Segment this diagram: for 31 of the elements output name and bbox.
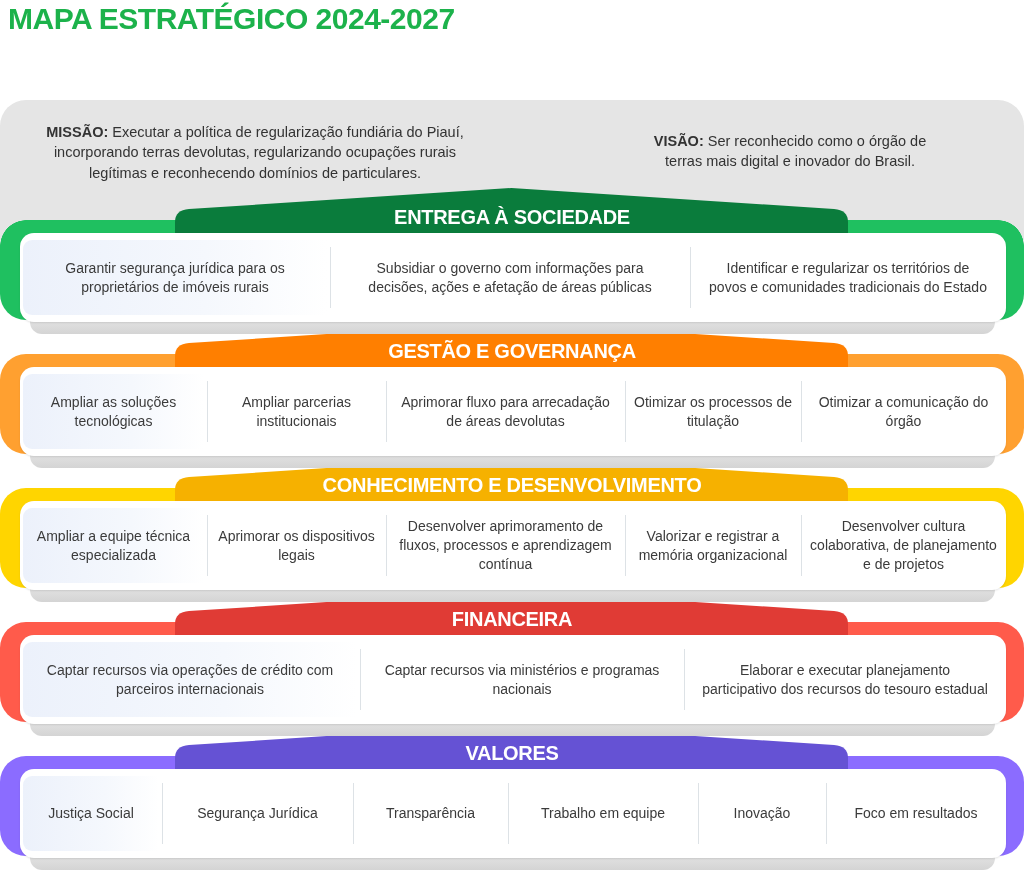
perspective-heading: FINANCEIRA: [451, 607, 573, 631]
value-text: Trabalho em equipe: [541, 804, 665, 823]
mission-statement: MISSÃO: Executar a política de regularização fundiária do Piauí, incorporando terras devolutas, regularizando ocupações rurais legítimas e reconhecendo domínios de particulares.: [45, 123, 465, 183]
objective-text: Desenvolver cultura colaborativa, de planejamento e de projetos: [808, 517, 999, 574]
value-text: Inovação: [733, 804, 791, 823]
objective-text: Otimizar a comunicação do órgão: [808, 392, 999, 431]
value-text: Foco em resultados: [854, 804, 978, 823]
objective-text: Aprimorar fluxo para arrecadação de áreas devolutas: [393, 392, 618, 431]
vision-statement: VISÃO: Ser reconhecido como o órgão de terras mais digital e inovador do Brasil.: [652, 132, 928, 172]
objective-text: Ampliar as soluções tecnológicas: [27, 392, 200, 431]
objective-text: Elaborar e executar planejamento participativo dos recursos do tesouro estadual: [702, 660, 988, 699]
mission-vision-panel: [0, 100, 1024, 188]
value-text: Segurança Jurídica: [197, 804, 318, 823]
objective-text: Captar recursos via operações de crédito com parceiros internacionais: [38, 660, 342, 699]
value-text: Transparência: [386, 804, 475, 823]
perspective-heading: CONHECIMENTO E DESENVOLVIMENTO: [322, 473, 702, 497]
objective-text: Desenvolver aprimoramento de fluxos, processos e aprendizagem contínua: [393, 517, 618, 574]
objective-text: Ampliar parcerias institucionais: [214, 392, 379, 431]
objective-text: Garantir segurança jurídica para os proprietários de imóveis rurais: [38, 258, 312, 297]
objective-text: Identificar e regularizar os territórios de povos e comunidades tradicionais do Estado: [708, 258, 988, 297]
objective-text: Aprimorar os dispositivos legais: [214, 526, 379, 565]
perspective-heading: VALORES: [465, 741, 559, 765]
objective-text: Valorizar e registrar a memória organizacional: [632, 526, 794, 565]
objective-text: Ampliar a equipe técnica especializada: [27, 526, 200, 565]
value-text: Justiça Social: [48, 804, 134, 823]
objective-text: Captar recursos via ministérios e programas nacionais: [378, 660, 666, 699]
page-title: MAPA ESTRATÉGICO 2024-2027: [8, 1, 455, 37]
perspective-heading: ENTREGA À SOCIEDADE: [394, 205, 630, 229]
perspective-heading: GESTÃO E GOVERNANÇA: [388, 339, 636, 363]
objective-text: Otimizar os processos de titulação: [632, 392, 794, 431]
objective-text: Subsidiar o governo com informações para decisões, ações e afetação de áreas públicas: [348, 258, 672, 297]
